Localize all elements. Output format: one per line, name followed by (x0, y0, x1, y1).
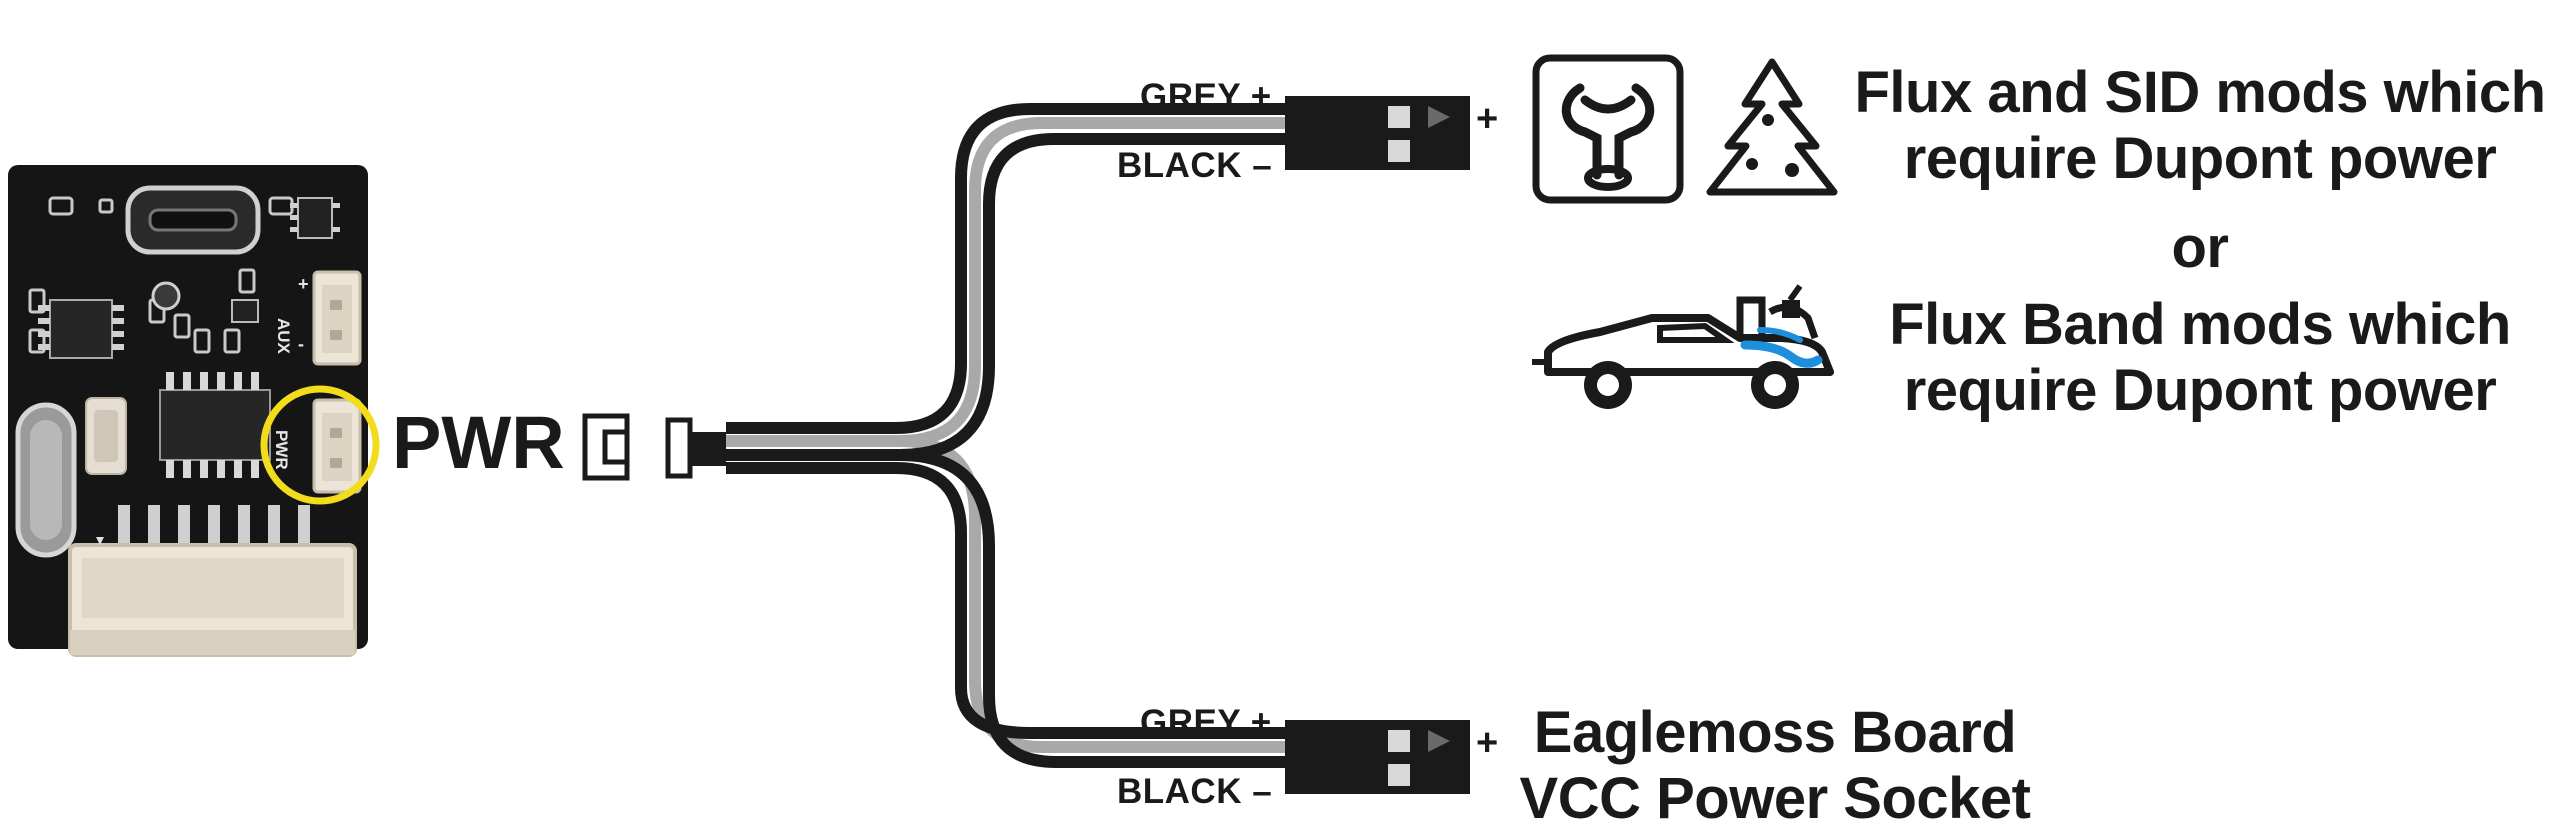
top-plus-mark: + (1476, 98, 1499, 140)
board-aux-label: AUX (274, 318, 293, 355)
dupont-connector-top (1285, 96, 1470, 170)
wire-harness (726, 103, 1285, 768)
jst-male-plug (665, 417, 726, 479)
pwr-highlight-ring (260, 385, 380, 505)
board-pwr-label: PWR (272, 430, 291, 470)
top-black-wire-label: BLACK – (1117, 146, 1273, 185)
flux-band-description: Flux Band mods which require Dupont powe… (1850, 292, 2550, 424)
dupont-connector-bottom (1285, 720, 1470, 794)
jst-female-symbol (582, 413, 630, 481)
flux-sid-line-2: require Dupont power (1903, 126, 2497, 191)
pcb-board: AUX PWR + - (8, 165, 368, 657)
flux-sid-description: Flux and SID mods which require Dupont p… (1850, 60, 2550, 192)
or-separator: or (2171, 215, 2230, 280)
eaglemoss-line-1: Eaglemoss Board (1533, 700, 2017, 765)
board-aux-minus-mark: - (298, 334, 304, 354)
bottom-black-wire-label: BLACK – (1117, 772, 1273, 811)
yoke-logo-icon (1532, 54, 1684, 204)
christmas-tree-icon (1706, 58, 1838, 196)
bottom-grey-wire-label: GREY + (1140, 703, 1272, 742)
flux-band-line-1: Flux Band mods which (1889, 292, 2511, 357)
delorean-car-icon (1532, 284, 1834, 409)
eaglemoss-description: Eaglemoss Board VCC Power Socket (1515, 700, 2035, 832)
eaglemoss-line-2: VCC Power Socket (1519, 766, 2031, 831)
pwr-connector-label: PWR (392, 401, 565, 484)
flux-band-line-2: require Dupont power (1903, 358, 2497, 423)
bottom-plus-mark: + (1476, 722, 1499, 764)
board-aux-plus-mark: + (298, 274, 309, 294)
flux-sid-line-1: Flux and SID mods which (1854, 60, 2546, 125)
top-grey-wire-label: GREY + (1140, 77, 1272, 116)
